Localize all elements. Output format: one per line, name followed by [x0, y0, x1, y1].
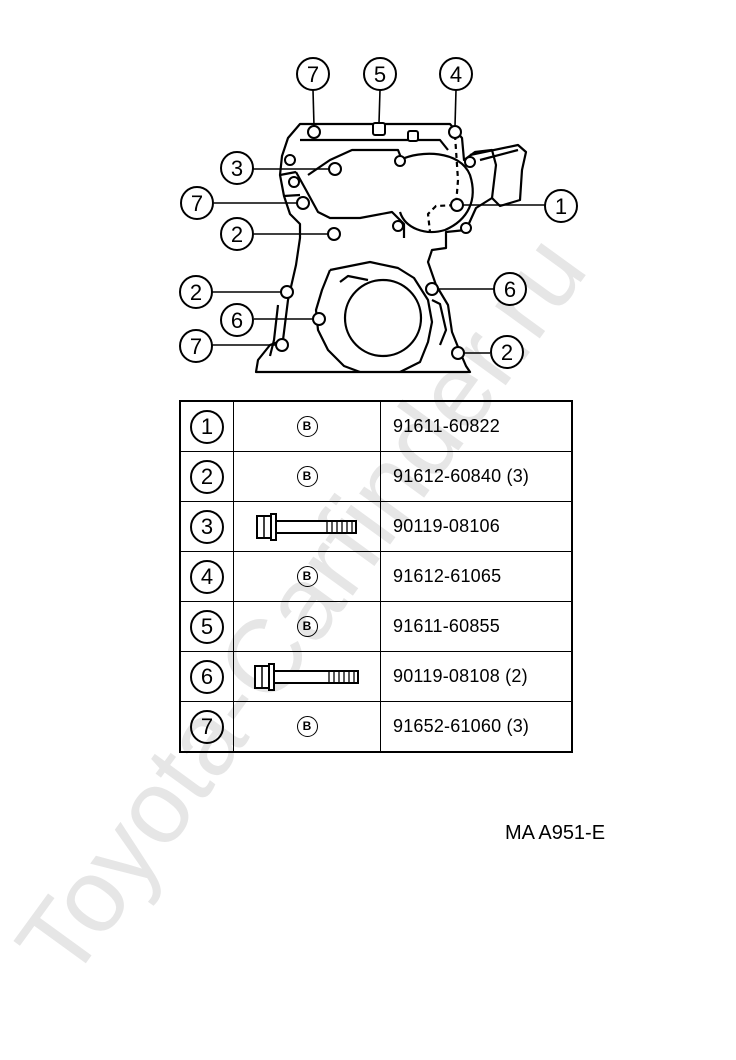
table-row-6: 6 90119-08108 (2) — [179, 651, 573, 702]
svg-text:2: 2 — [190, 280, 202, 305]
row-index: 6 — [190, 659, 224, 694]
svg-text:2: 2 — [501, 340, 513, 365]
parts-table-body: 1 B 91611-60822 2 B 91612-60840 (3) 3 90… — [179, 400, 573, 753]
part-number: 91652-61060 (3) — [380, 701, 573, 753]
part-number: 91612-60840 (3) — [380, 451, 573, 502]
row-index: 1 — [190, 409, 224, 444]
row-type-cell: B — [233, 400, 381, 452]
part-number: 91611-60855 — [380, 601, 573, 652]
parts-table: 1 B 91611-60822 2 B 91612-60840 (3) 3 90… — [179, 400, 573, 753]
bolt-marker: B — [296, 466, 318, 487]
callout: 4 — [439, 57, 473, 91]
svg-text:3: 3 — [231, 156, 243, 181]
part-number: 91612-61065 — [380, 551, 573, 602]
svg-text:1: 1 — [555, 194, 567, 219]
svg-text:7: 7 — [190, 334, 202, 359]
callout: 1 — [544, 189, 578, 223]
row-index-cell: 4 — [179, 551, 234, 602]
bolt-marker: B — [296, 416, 318, 437]
callout: 6 — [220, 303, 254, 337]
reference-code: MA A951-E — [505, 822, 606, 844]
svg-text:6: 6 — [231, 308, 243, 333]
svg-text:2: 2 — [231, 222, 243, 247]
svg-text:5: 5 — [374, 62, 386, 87]
row-type-cell — [233, 651, 381, 702]
row-type-cell: B — [233, 601, 381, 652]
svg-text:6: 6 — [504, 277, 516, 302]
row-type-cell: B — [233, 701, 381, 753]
flange-bolt-icon — [256, 512, 357, 541]
row-index-cell: 6 — [179, 651, 234, 702]
bolt-marker: B — [296, 616, 318, 637]
table-row-1: 1 B 91611-60822 — [179, 400, 573, 452]
row-type-cell — [233, 501, 381, 552]
callout: 5 — [363, 57, 397, 91]
row-index-cell: 1 — [179, 400, 234, 452]
row-index-cell: 2 — [179, 451, 234, 502]
svg-text:7: 7 — [191, 191, 203, 216]
leader-lines — [212, 89, 545, 354]
callouts: 7 5 4 3 1 7 2 2 6 6 7 2 — [179, 57, 578, 369]
row-index: 4 — [190, 559, 224, 594]
bolt-marker: B — [296, 716, 318, 737]
svg-text:7: 7 — [307, 62, 319, 87]
row-index-cell: 5 — [179, 601, 234, 652]
row-index-cell: 7 — [179, 701, 234, 753]
svg-text:4: 4 — [450, 62, 462, 87]
row-index: 2 — [190, 459, 224, 494]
callout: 6 — [493, 272, 527, 306]
part-number: 91611-60822 — [380, 400, 573, 452]
callout: 2 — [179, 275, 213, 309]
callout: 7 — [180, 186, 214, 220]
part-number: 90119-08108 (2) — [380, 651, 573, 702]
callout: 7 — [179, 329, 213, 363]
row-type-cell: B — [233, 551, 381, 602]
timing-cover-diagram: 7 5 4 3 1 7 2 2 6 6 7 2 — [179, 57, 578, 374]
row-type-cell: B — [233, 451, 381, 502]
callout: 7 — [296, 57, 330, 91]
table-row-7: 7 B 91652-61060 (3) — [179, 701, 573, 753]
part-number: 90119-08106 — [380, 501, 573, 552]
row-index-cell: 3 — [179, 501, 234, 552]
row-index: 7 — [190, 709, 224, 744]
table-row-5: 5 B 91611-60855 — [179, 601, 573, 652]
table-row-2: 2 B 91612-60840 (3) — [179, 451, 573, 502]
callout: 2 — [220, 217, 254, 251]
callout: 3 — [220, 151, 254, 185]
row-index: 3 — [190, 509, 224, 544]
row-index: 5 — [190, 609, 224, 644]
timing-cover-outline — [254, 122, 528, 374]
bolt-marker: B — [296, 566, 318, 587]
flange-bolt-icon — [254, 662, 359, 691]
table-row-3: 3 90119-08106 — [179, 501, 573, 552]
table-row-4: 4 B 91612-61065 — [179, 551, 573, 602]
callout: 2 — [490, 335, 524, 369]
